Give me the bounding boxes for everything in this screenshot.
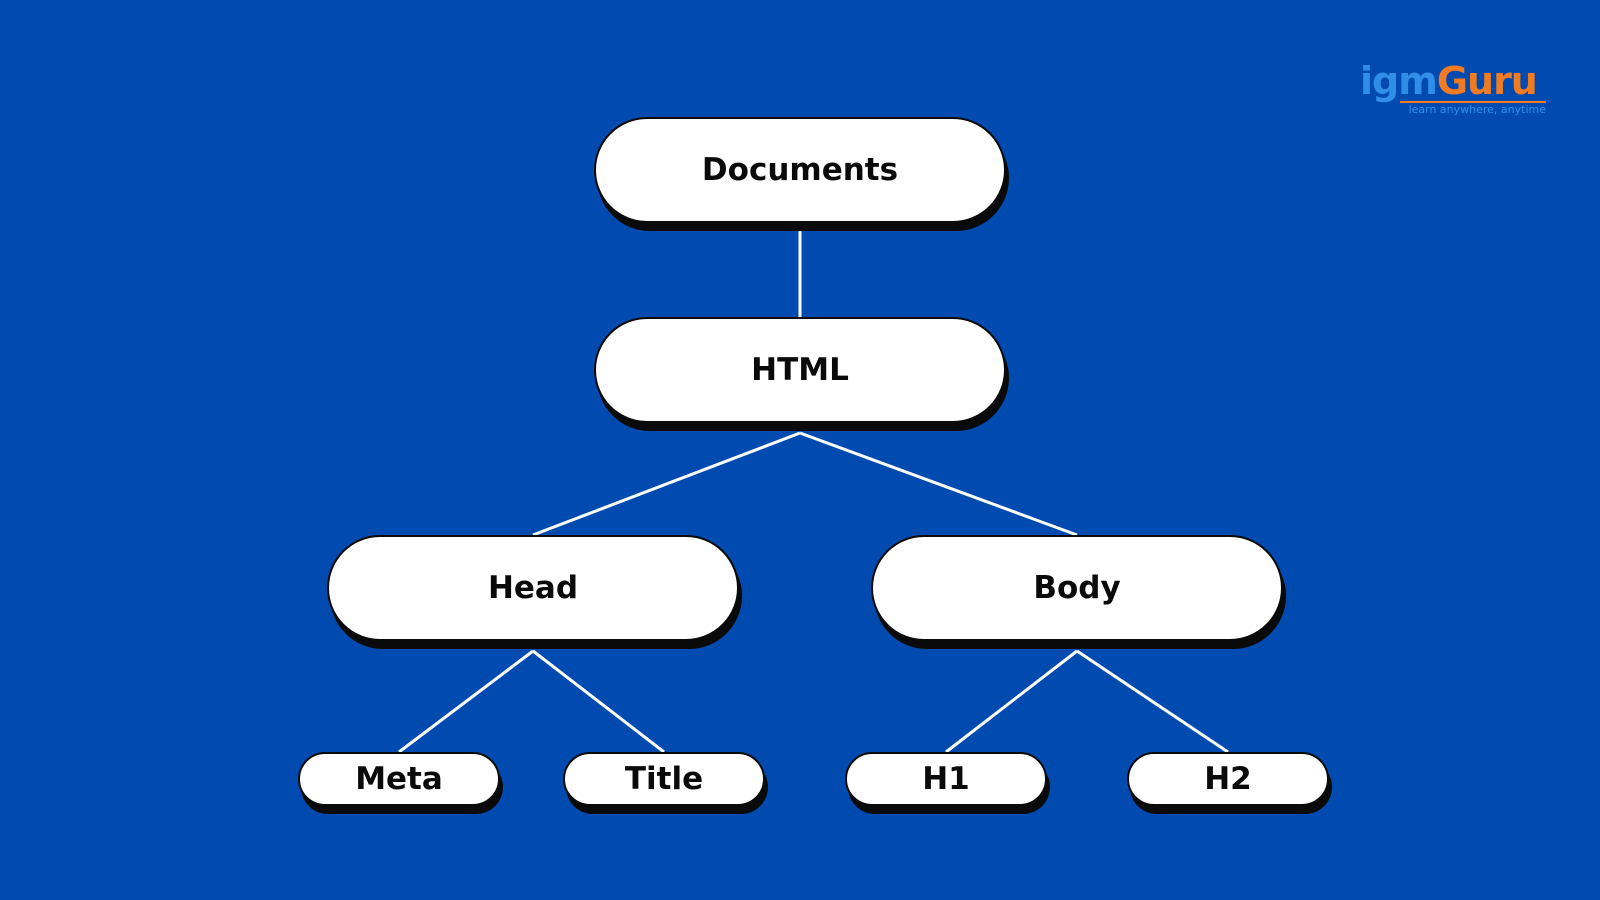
node-documents[interactable]: Documents	[594, 117, 1006, 223]
node-documents-label: Documents	[701, 152, 899, 188]
node-h1[interactable]: H1	[845, 752, 1047, 806]
logo-part-igm: igm	[1360, 59, 1437, 103]
node-head-label: Head	[487, 570, 579, 606]
node-head[interactable]: Head	[327, 535, 739, 641]
node-h2-label: H2	[1204, 761, 1252, 797]
edge-html-body	[799, 431, 1078, 537]
edge-head-title	[532, 649, 665, 754]
node-h1-label: H1	[922, 761, 970, 797]
node-html[interactable]: HTML	[594, 317, 1006, 423]
node-meta[interactable]: Meta	[298, 752, 500, 806]
node-html-label: HTML	[751, 352, 849, 388]
node-body[interactable]: Body	[871, 535, 1283, 641]
edge-body-h1	[945, 649, 1078, 754]
edge-head-meta	[398, 649, 534, 754]
brand-logo-graphic: igmGuru learn anywhere, anytime	[1360, 59, 1547, 116]
node-h2[interactable]: H2	[1127, 752, 1329, 806]
svg-text:igmGuru: igmGuru	[1360, 59, 1537, 103]
logo-tagline: learn anywhere, anytime	[1409, 103, 1547, 116]
node-meta-label: Meta	[355, 761, 443, 797]
node-title-label: Title	[624, 761, 704, 797]
edge-body-h2	[1076, 649, 1229, 754]
node-body-label: Body	[1033, 570, 1121, 606]
brand-logo: igmGuru learn anywhere, anytime	[1360, 58, 1550, 118]
edge-html-head	[532, 431, 801, 537]
node-title[interactable]: Title	[563, 752, 765, 806]
logo-part-guru: Guru	[1437, 59, 1537, 103]
